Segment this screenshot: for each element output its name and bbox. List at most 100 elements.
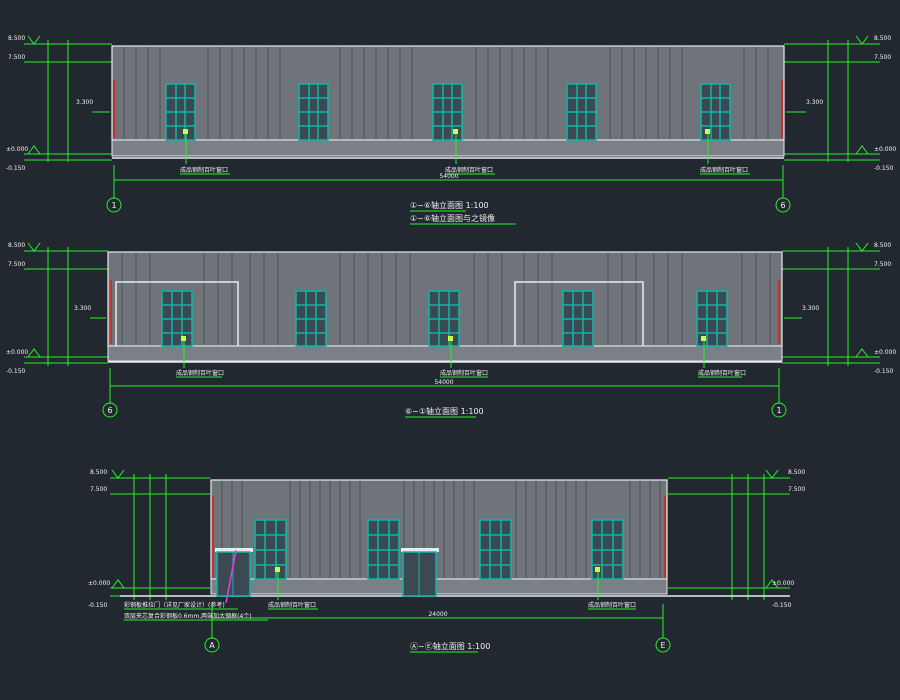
elevation-3-leader-markers [275, 567, 600, 572]
elevation-2-notes: 成品钢制百叶窗口 成品钢制百叶窗口 成品钢制百叶窗口 [176, 369, 746, 377]
elevation-2-wall-ribs [121, 253, 771, 345]
window [295, 290, 327, 347]
elevation-3-axis-bubble-left: A [204, 637, 220, 653]
window [165, 83, 196, 141]
elevation-2-axis-bubble-left: 6 [102, 402, 118, 418]
note-label: 成品钢制百叶窗口 [180, 166, 228, 174]
axis-label: 6 [107, 406, 112, 415]
level-label: -0.150 [6, 165, 26, 172]
level-label: 3.300 [74, 305, 91, 312]
level-label: 8.500 [874, 35, 891, 42]
level-label: 7.500 [874, 54, 891, 61]
elevation-1: 8.500 7.500 3.300 ±0.000 -0.150 8.500 7.… [6, 35, 896, 225]
elevation-2-base-plinth [107, 345, 783, 362]
window [254, 519, 287, 580]
note-label: 成品钢制百叶窗口 [268, 601, 316, 609]
window [161, 290, 193, 347]
elevation-2-level-labels-right: 8.500 7.500 3.300 ±0.000 -0.150 [802, 242, 896, 375]
axis-label: A [209, 641, 215, 650]
elevation-1-leaders [180, 132, 750, 175]
note-label: 成品钢制百叶窗口 [588, 601, 636, 609]
level-label: ±0.000 [874, 146, 896, 153]
level-label: 7.500 [90, 486, 107, 493]
elevation-1-notes: 成品钢制百叶窗口 成品钢制百叶窗口 成品钢制百叶窗口 [180, 166, 748, 174]
window [367, 519, 400, 580]
level-label: ±0.000 [772, 580, 794, 587]
axis-label: 1 [776, 406, 781, 415]
elevation-2-dimension-frame [24, 242, 880, 404]
door-head [401, 548, 439, 552]
level-label: -0.150 [874, 165, 894, 172]
elevation-2-door-frames [115, 281, 644, 346]
level-label: -0.150 [88, 602, 108, 609]
elevation-2-windows [161, 290, 728, 347]
level-label: -0.150 [874, 368, 894, 375]
level-label: 8.500 [90, 469, 107, 476]
note-label: 成品钢制百叶窗口 [698, 369, 746, 377]
level-label: ±0.000 [6, 349, 28, 356]
axis-label: E [660, 641, 665, 650]
elevation-1-level-labels-right: 8.500 7.500 3.300 ±0.000 -0.150 [806, 35, 896, 172]
window [591, 519, 624, 580]
axis-label: 1 [111, 201, 116, 210]
level-label: 8.500 [788, 469, 805, 476]
level-label: 3.300 [806, 99, 823, 106]
level-label: 7.500 [8, 261, 25, 268]
elevation-2-span-dim: 54000 [434, 379, 453, 386]
elevation-3-leaders [124, 571, 636, 621]
level-label: ±0.000 [874, 349, 896, 356]
elevation-2-title: ⑥~①轴立面图 1:100 [405, 406, 484, 416]
level-label: 7.500 [874, 261, 891, 268]
level-label: ±0.000 [6, 146, 28, 153]
elevation-1-windows [165, 83, 731, 141]
window [428, 290, 460, 347]
elevation-1-level-labels-left: 8.500 7.500 3.300 ±0.000 -0.150 [6, 35, 93, 172]
elevation-3-wall [210, 479, 668, 580]
window [479, 519, 512, 580]
window [562, 290, 594, 347]
level-label: 8.500 [874, 242, 891, 249]
note-label: 成品钢制百叶窗口 [440, 369, 488, 377]
elevation-3-span-dim: 24000 [428, 611, 447, 618]
elevation-1-axis-bubble-left: 1 [106, 197, 122, 213]
elevation-1-axis-bubble-right: 6 [775, 197, 791, 213]
level-label: 3.300 [76, 99, 93, 106]
elevation-3: 8.500 7.500 ±0.000 -0.150 8.500 7.500 ±0… [88, 469, 805, 653]
note-label: 成品钢制百叶窗口 [700, 166, 748, 174]
level-label: 8.500 [8, 242, 25, 249]
elevation-2-leaders [176, 340, 742, 378]
window [298, 83, 329, 141]
note-label: 成品钢制百叶窗口 [176, 369, 224, 377]
elevation-2-axis-bubble-right: 1 [771, 402, 787, 418]
level-label: 7.500 [8, 54, 25, 61]
elevation-3-title: Ⓐ~Ⓔ轴立面图 1:100 [410, 641, 490, 651]
elevation-3-base-plinth [210, 578, 668, 595]
level-label: 8.500 [8, 35, 25, 42]
elevation-3-notes: 成品钢制百叶窗口 成品钢制百叶窗口 彩钢板推拉门（详见厂家设计）(参考) 双层夹… [124, 601, 636, 620]
elevation-2-level-labels-left: 8.500 7.500 3.300 ±0.000 -0.150 [6, 242, 91, 375]
level-label: ±0.000 [88, 580, 110, 587]
level-label: -0.150 [6, 368, 26, 375]
elevation-2-leader-markers [181, 336, 706, 341]
elevation-3-windows [254, 519, 624, 580]
window [566, 83, 597, 141]
elevation-3-magenta-leader [225, 549, 237, 604]
elevation-3-wall-ribs [221, 481, 661, 578]
elevation-3-dimension-frame [110, 469, 790, 638]
level-label: 7.500 [788, 486, 805, 493]
level-label: -0.150 [772, 602, 792, 609]
elevation-3-level-labels-right: 8.500 7.500 ±0.000 -0.150 [772, 469, 805, 609]
elevation-3-sliding-doors [215, 548, 439, 597]
elevation-1-subtitle: ①~⑥轴立面图与之镜像 [410, 213, 495, 223]
elevation-1-span-dim: 54000 [439, 173, 458, 180]
door-head [215, 548, 253, 552]
note-label: 成品钢制百叶窗口 [445, 166, 493, 174]
elevation-1-wall-ribs [123, 47, 769, 139]
elevation-3-level-labels-left: 8.500 7.500 ±0.000 -0.150 [88, 469, 110, 609]
elevation-1-leader-markers [183, 129, 710, 134]
elevation-1-base-plinth [111, 139, 785, 157]
axis-label: 6 [780, 201, 785, 210]
level-label: 3.300 [802, 305, 819, 312]
elevation-1-dimension-frame [24, 35, 880, 198]
